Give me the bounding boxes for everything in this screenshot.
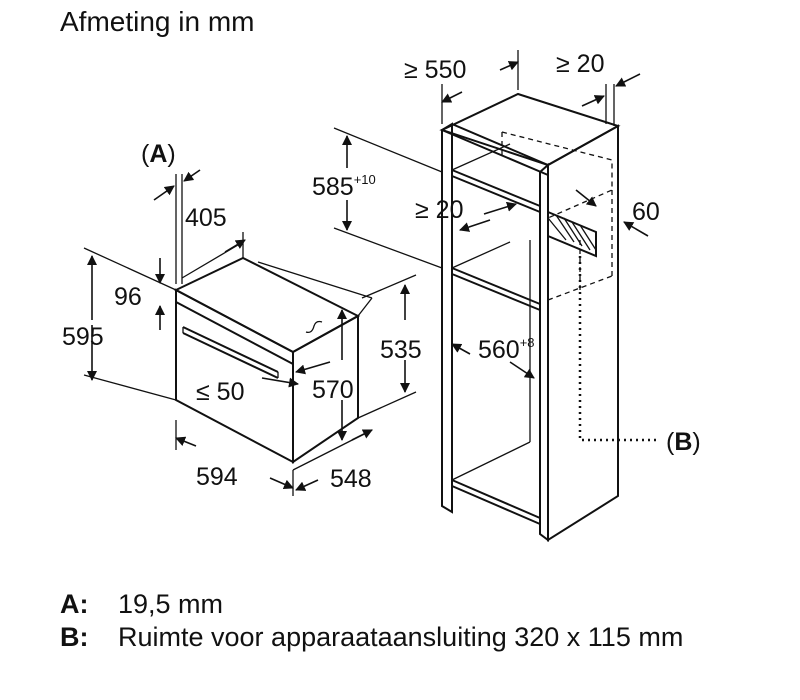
- legend-key-a: A:: [60, 589, 89, 619]
- label-callout-a: (A): [141, 140, 176, 168]
- label-cab-depth: ≥ 550: [404, 56, 466, 84]
- label-overhang: ≤ 50: [196, 378, 244, 406]
- legend-text-b: Ruimte voor apparaataansluiting 320 x 11…: [118, 622, 684, 652]
- cabinet-drawing: [439, 92, 660, 542]
- legend-item-a: A: 19,5 mm: [60, 588, 738, 621]
- label-niche-width: 560+8: [478, 335, 535, 364]
- label-callout-b: (B): [666, 428, 701, 456]
- oven-drawing: [173, 256, 373, 464]
- legend-item-b: B: Ruimte voor apparaataansluiting 320 x…: [60, 621, 738, 654]
- legend: A: 19,5 mm B: Ruimte voor apparaataanslu…: [60, 588, 738, 654]
- label-niche-height: 585+10: [312, 172, 376, 201]
- connection-space: [547, 210, 597, 258]
- oven-top: [173, 256, 361, 354]
- label-rear-60: 60: [632, 198, 660, 226]
- label-594: 594: [196, 463, 238, 491]
- label-548: 548: [330, 465, 372, 493]
- diagram-title: Afmeting in mm: [60, 6, 255, 37]
- label-niche-gap: ≥ 20: [415, 196, 463, 224]
- label-595: 595: [62, 323, 104, 351]
- label-96: 96: [114, 283, 142, 311]
- oven-dimensions: [83, 169, 417, 496]
- cabinet-dimensions: [333, 50, 649, 379]
- legend-key-b: B:: [60, 622, 89, 652]
- callout-b-leader: [578, 256, 660, 442]
- installation-drawing: (A) 405 96 595 ≤ 50 570 535 594 548: [62, 50, 701, 542]
- label-570: 570: [312, 376, 354, 404]
- label-405: 405: [185, 204, 227, 232]
- label-535: 535: [380, 336, 422, 364]
- label-cab-top-gap: ≥ 20: [556, 50, 604, 78]
- legend-text-a: 19,5 mm: [118, 589, 224, 619]
- oven-handle: [182, 326, 279, 379]
- oven-side: [292, 314, 359, 464]
